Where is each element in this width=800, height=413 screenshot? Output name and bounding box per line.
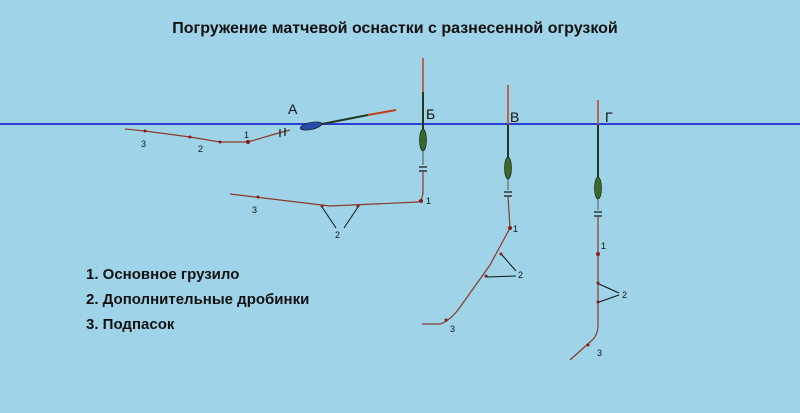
marker-2-a: 2: [198, 144, 203, 154]
shot-g1: [596, 281, 600, 285]
float-tip-a: [367, 109, 397, 116]
rig-position-a: А 1 2 3: [124, 101, 397, 154]
shot-v2: [484, 274, 488, 278]
position-label-g: Г: [605, 109, 613, 125]
main-sinker-b: [419, 199, 423, 203]
marker-1-b: 1: [426, 196, 431, 206]
legend-item-main-sinker: 1. Основное грузило: [86, 266, 240, 283]
float-body-v: [504, 156, 512, 180]
pointer-g2: [598, 294, 620, 303]
marker-2-v: 2: [518, 270, 523, 280]
fishing-line-b: [229, 171, 424, 207]
pointer-b2: [343, 206, 359, 229]
dropper-a: [143, 129, 147, 133]
shot-a2: [218, 140, 222, 144]
shot-b2: [356, 204, 360, 208]
fishing-line-g: [569, 216, 599, 361]
main-sinker-v: [508, 226, 512, 230]
dropper-b: [256, 195, 260, 199]
legend-item-extra-shots: 2. Дополнительные дробинки: [86, 291, 310, 308]
fishing-line-a: [124, 128, 291, 143]
marker-2-b: 2: [335, 230, 340, 240]
float-body-b: [419, 128, 427, 152]
float-body-a: [299, 121, 323, 131]
rig-position-v: В 1 2 3: [422, 85, 523, 334]
legend-item-dropper: 3. Подпасок: [86, 316, 175, 333]
shot-v1: [499, 252, 503, 256]
marker-2-g: 2: [622, 290, 627, 300]
marker-1-g: 1: [601, 241, 606, 251]
marker-3-g: 3: [597, 348, 602, 358]
pointer-b1: [321, 206, 337, 229]
position-label-a: А: [288, 101, 298, 117]
shot-a1: [188, 135, 192, 139]
diagram-title: Погружение матчевой оснастки с разнесенн…: [172, 20, 618, 37]
float-body-g: [594, 176, 602, 200]
pointer-g1: [598, 283, 620, 294]
marker-3-a: 3: [141, 139, 146, 149]
rig-position-g: Г 1 2 3: [569, 100, 627, 361]
position-label-b: Б: [426, 106, 435, 122]
pointer-v1: [501, 254, 517, 272]
marker-3-v: 3: [450, 324, 455, 334]
position-label-v: В: [510, 109, 519, 125]
legend: 1. Основное грузило 2. Дополнительные др…: [86, 262, 309, 337]
pointer-v2: [486, 275, 517, 278]
fishing-line-v: [422, 195, 511, 325]
main-sinker-g: [596, 252, 600, 256]
shot-b1: [320, 204, 324, 208]
marker-3-b: 3: [252, 205, 257, 215]
float-antenna-a: [321, 114, 369, 125]
rig-position-b: Б 1 2 3: [229, 58, 435, 240]
shot-g2: [596, 300, 600, 304]
marker-1-a: 1: [244, 130, 249, 140]
dropper-g: [586, 343, 590, 347]
marker-1-v: 1: [513, 224, 518, 234]
main-sinker-a: [246, 140, 250, 144]
dropper-v: [444, 318, 448, 322]
